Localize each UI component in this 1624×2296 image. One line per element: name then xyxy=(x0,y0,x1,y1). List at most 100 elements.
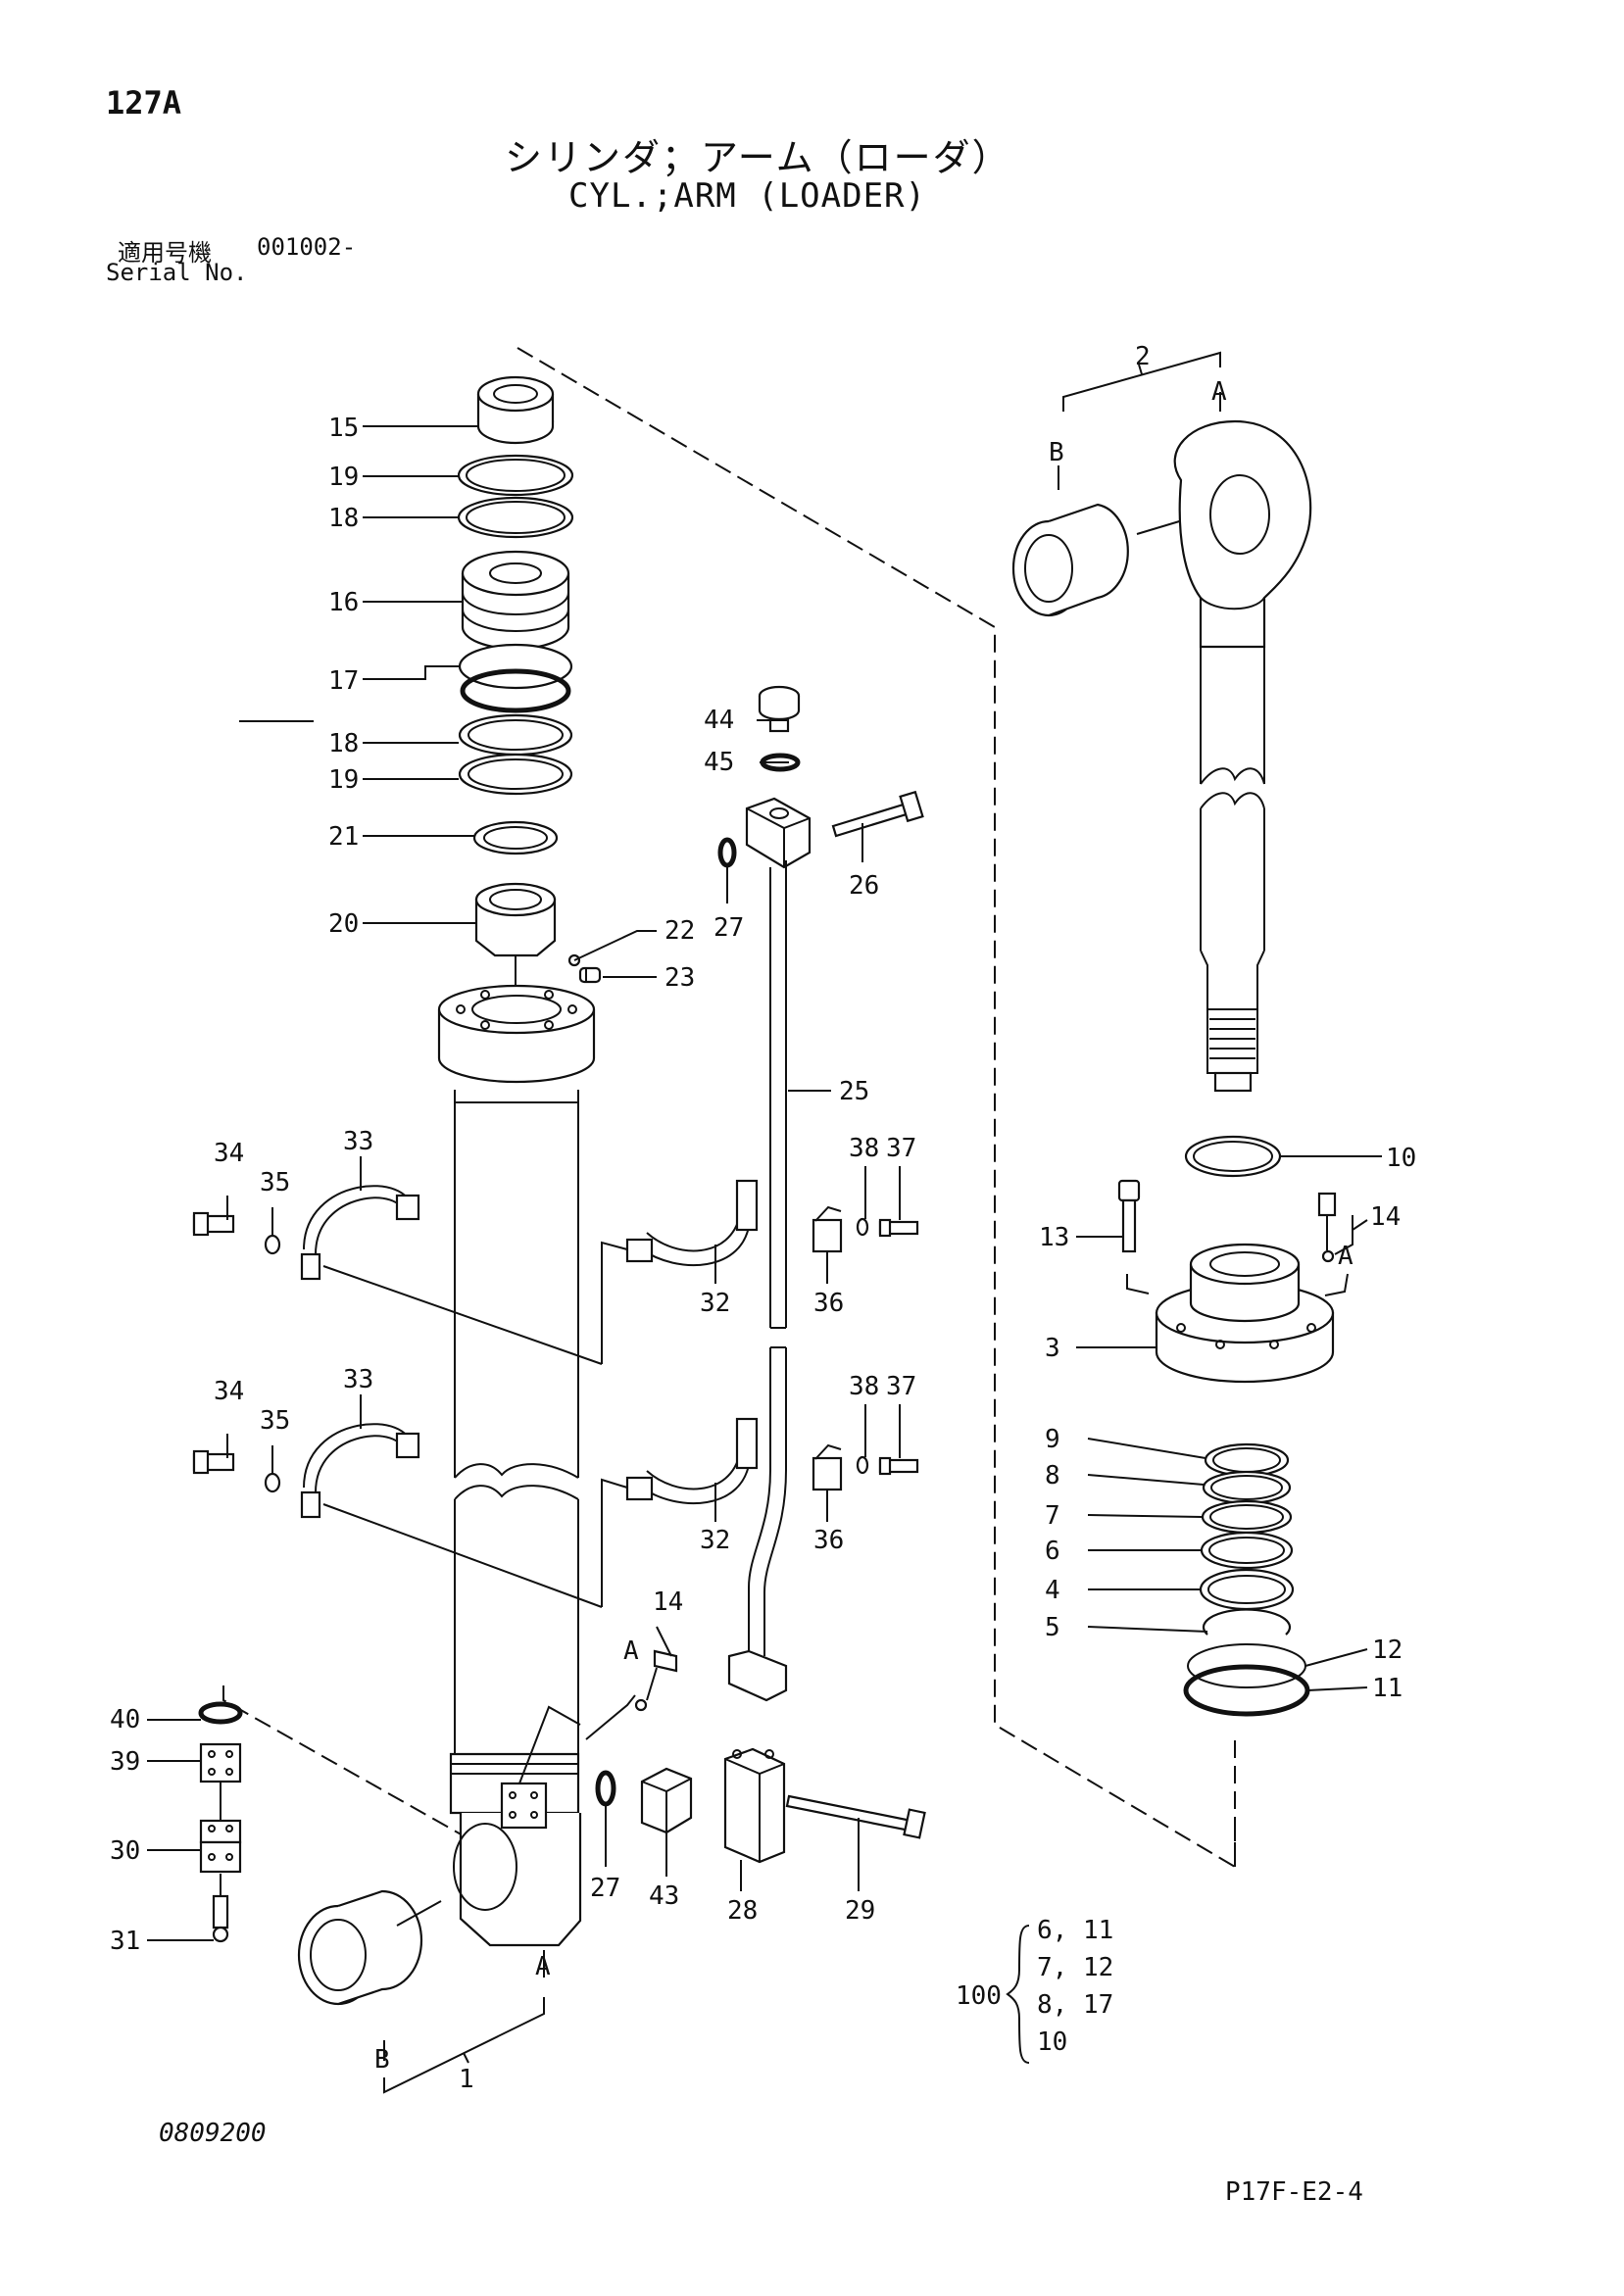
callout-44: 44 xyxy=(704,706,734,735)
letter-a: A xyxy=(1211,377,1227,407)
callout-19: 19 xyxy=(328,463,359,492)
callout-8: 8 xyxy=(1045,1461,1060,1490)
assembly-guide-line-bottom xyxy=(222,1685,530,1868)
callout-43: 43 xyxy=(649,1881,679,1911)
callout-33: 33 xyxy=(343,1127,373,1156)
title-japanese: シリンダ；アーム（ローダ） xyxy=(505,136,1011,179)
callout-27: 27 xyxy=(714,913,744,943)
part-27-o-ring-lower xyxy=(595,1770,616,1807)
callout-37: 37 xyxy=(886,1372,916,1401)
serial-label-japanese: 適用号機 xyxy=(118,239,212,267)
letter-a: A xyxy=(535,1952,551,1981)
serial-label-english: Serial No. xyxy=(106,259,248,286)
callout-22: 22 xyxy=(664,916,695,946)
part-19-ring-lower xyxy=(458,753,573,796)
part-28-valve-block xyxy=(723,1747,786,1864)
callout-4: 4 xyxy=(1045,1576,1060,1605)
part-44-plug xyxy=(758,685,801,733)
callout-27: 27 xyxy=(590,1874,620,1903)
letter-a: A xyxy=(623,1637,639,1666)
callout-16: 16 xyxy=(328,588,359,617)
part-14-grease-fitting-left xyxy=(585,1649,678,1740)
callout-29: 29 xyxy=(845,1896,875,1926)
callout-11: 11 xyxy=(1372,1674,1403,1703)
callout-45: 45 xyxy=(704,748,734,777)
callout-13: 13 xyxy=(1039,1223,1069,1252)
bracket-part-2 xyxy=(1062,351,1221,412)
callout-30: 30 xyxy=(110,1836,140,1866)
callout-20: 20 xyxy=(328,909,359,939)
part-25-pipe xyxy=(727,860,788,1702)
part-43-adapter xyxy=(640,1767,693,1834)
sheet-code: P17F-E2-4 xyxy=(1225,2177,1363,2207)
callout-7: 7 xyxy=(1045,1501,1060,1531)
part-26-bolt xyxy=(831,790,924,838)
part-13-bolt xyxy=(1117,1179,1141,1253)
part-3-rod-cover xyxy=(1126,1243,1349,1384)
leader-lines xyxy=(147,425,1382,1941)
callout-28: 28 xyxy=(727,1896,758,1926)
part-40-snap-ring xyxy=(198,1701,243,1725)
callout-25: 25 xyxy=(839,1077,869,1106)
kit-item: 7, 12 xyxy=(1037,1953,1114,1982)
callout-5: 5 xyxy=(1045,1613,1060,1642)
callout-32: 32 xyxy=(700,1289,730,1318)
part-16-piston xyxy=(461,550,570,651)
cylinder-tube xyxy=(454,1102,579,1754)
part-11-o-ring xyxy=(1183,1664,1310,1717)
callout-12: 12 xyxy=(1372,1636,1403,1665)
callout-14: 14 xyxy=(1370,1202,1401,1232)
part-1-bushing-b xyxy=(297,1889,442,2006)
kit-number: 100 xyxy=(956,1981,1002,2011)
callout-33: 33 xyxy=(343,1365,373,1394)
letter-b: B xyxy=(1049,438,1064,467)
part-29-bolt xyxy=(785,1794,926,1839)
callout-32: 32 xyxy=(700,1526,730,1555)
callout-40: 40 xyxy=(110,1705,140,1734)
part-15-bushing xyxy=(476,375,555,445)
part-2-bushing-b xyxy=(1011,503,1187,617)
part-19-ring-upper xyxy=(457,454,574,497)
callout-18: 18 xyxy=(328,504,359,533)
callout-10: 10 xyxy=(1386,1144,1416,1173)
block-fitting xyxy=(745,797,812,869)
callout-37: 37 xyxy=(886,1134,916,1163)
part-30-block xyxy=(199,1819,242,1874)
callout-9: 9 xyxy=(1045,1425,1060,1454)
part-31-bolt xyxy=(212,1874,229,1943)
callout-34: 34 xyxy=(214,1377,244,1406)
callout-19: 19 xyxy=(328,765,359,795)
callout-35: 35 xyxy=(260,1168,290,1197)
part-27-o-ring-upper xyxy=(717,837,737,868)
callout-35: 35 xyxy=(260,1406,290,1436)
kit-item: 6, 11 xyxy=(1037,1916,1114,1945)
callout-36: 36 xyxy=(813,1289,844,1318)
document-code: 0809200 xyxy=(159,2119,267,2148)
callout-26: 26 xyxy=(849,871,879,901)
title-english: CYL.;ARM (LOADER) xyxy=(568,176,926,216)
letter-a: A xyxy=(1338,1242,1353,1271)
part-14-grease-fitting-right xyxy=(1317,1192,1337,1263)
callout-2: 2 xyxy=(1135,342,1151,371)
callout-3: 3 xyxy=(1045,1334,1060,1363)
cylinder-head-flange xyxy=(437,984,596,1103)
assembly-guide-line-top xyxy=(517,347,1236,1869)
kit-item: 8, 17 xyxy=(1037,1990,1114,2020)
part-39-block xyxy=(199,1742,242,1783)
callout-labels: 15 19 18 16 17 18 19 21 20 22 23 44 45 2… xyxy=(110,342,1416,2094)
part-5-ring xyxy=(1202,1608,1292,1636)
clamp-assembly-upper xyxy=(192,1179,919,1365)
cylinder-bottom-eye xyxy=(449,1705,582,1947)
callout-15: 15 xyxy=(328,414,359,443)
part-18-ring-upper xyxy=(457,496,574,539)
clamp-assembly-lower xyxy=(192,1417,919,1608)
callout-38: 38 xyxy=(849,1134,879,1163)
part-17-seal-lower xyxy=(460,668,571,713)
piston-rod-eye xyxy=(1173,419,1312,649)
callout-36: 36 xyxy=(813,1526,844,1555)
part-23-plug xyxy=(578,966,602,984)
callout-21: 21 xyxy=(328,822,359,852)
callout-23: 23 xyxy=(664,963,695,993)
callout-17: 17 xyxy=(328,666,359,696)
